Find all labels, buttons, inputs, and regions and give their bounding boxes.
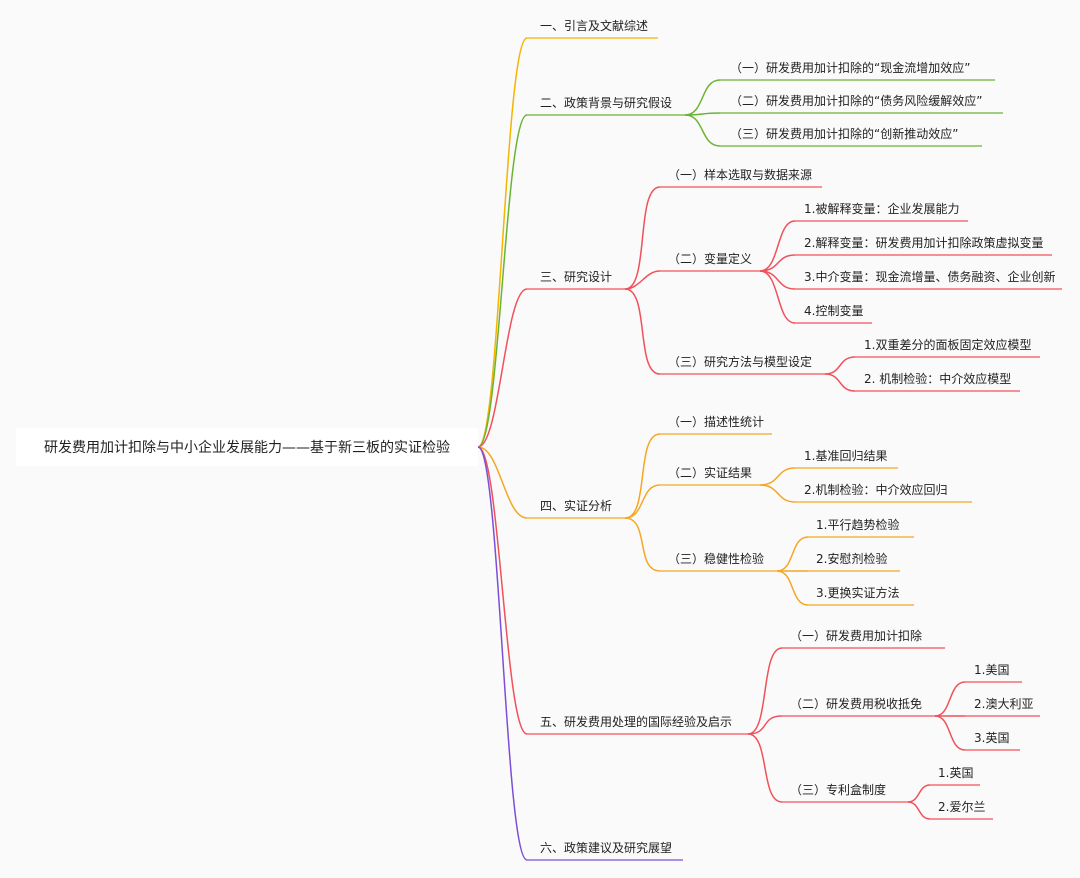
edge-b3-c2-i1 (759, 220, 796, 272)
node-b4-c3-i2[interactable]: 2.安慰剂检验 (816, 552, 888, 566)
node-b5-c3-i2[interactable]: 2.爱尔兰 (938, 800, 986, 814)
node-b5-c2-i2[interactable]: 2.澳大利亚 (974, 697, 1034, 711)
node-b3-c2-i3[interactable]: 3.中介变量：现金流增量、债务融资、企业创新 (804, 270, 1056, 284)
node-b4-c2[interactable]: （二）实证结果 (668, 466, 753, 480)
node-b3-c2-i1[interactable]: 1.被解释变量：企业发展能力 (804, 202, 960, 216)
branch-research-design[interactable]: 三、研究设计 (540, 270, 613, 284)
branch-policy-background[interactable]: 二、政策背景与研究假设 (540, 96, 673, 110)
edge-b3-c3 (624, 288, 661, 375)
edge-root-b4 (477, 446, 528, 519)
node-b3-c2-i2[interactable]: 2.解释变量：研发费用加计扣除政策虚拟变量 (804, 236, 1044, 250)
node-b2-c1[interactable]: （一）研发费用加计扣除的“现金流增加效应” (730, 61, 971, 75)
edge-b2-c3 (684, 114, 721, 147)
node-b3-c3-i1[interactable]: 1.双重差分的面板固定效应模型 (864, 338, 1032, 352)
edge-b3-c3-i2 (824, 373, 856, 392)
node-b3-c3-i2[interactable]: 2. 机制检验：中介效应模型 (864, 372, 1012, 386)
edge-b5-c2-i3 (934, 715, 966, 751)
node-b2-c2[interactable]: （二）研发费用加计扣除的“债务风险缓解效应” (730, 94, 983, 108)
edge-b2-c1 (684, 79, 721, 116)
root-topic[interactable]: 研发费用加计扣除与中小企业发展能力——基于新三板的实证检验 (16, 428, 478, 466)
edge-root-b2 (477, 114, 528, 448)
node-b5-c1[interactable]: （一）研发费用加计扣除 (790, 629, 923, 643)
branch-international-experience[interactable]: 五、研发费用处理的国际经验及启示 (540, 715, 733, 729)
node-b4-c2-i2[interactable]: 2.机制检验：中介效应回归 (804, 483, 948, 497)
edge-b4-c3-i3 (776, 570, 809, 606)
node-b4-c3[interactable]: （三）稳健性检验 (668, 552, 765, 566)
node-b2-c3[interactable]: （三）研发费用加计扣除的“创新推动效应” (730, 127, 959, 141)
edge-b3-c2-i3 (759, 270, 796, 290)
node-b5-c3-i1[interactable]: 1.英国 (938, 766, 974, 780)
node-b5-c3[interactable]: （三）专利盒制度 (790, 783, 887, 797)
node-b4-c2-i1[interactable]: 1.基准回归结果 (804, 449, 888, 463)
branch-empirical-analysis[interactable]: 四、实证分析 (540, 499, 613, 513)
edge-root-b3 (477, 288, 528, 448)
edge-b3-c3-i1 (824, 356, 856, 375)
edge-b4-c2-i2 (759, 484, 796, 503)
edge-b5-c2 (747, 715, 783, 735)
edge-b3-c2 (624, 270, 661, 290)
node-b4-c3-i1[interactable]: 1.平行趋势检验 (816, 518, 900, 532)
node-b5-c2-i3[interactable]: 3.英国 (974, 731, 1010, 745)
edge-root-b6 (477, 446, 528, 861)
edge-b5-c2-i1 (934, 681, 966, 717)
edge-b3-c2-i2 (759, 254, 796, 272)
edge-b5-c3 (747, 733, 783, 803)
edge-root-b1 (477, 37, 528, 448)
node-b3-c1[interactable]: （一）样本选取与数据来源 (668, 168, 813, 182)
node-b5-c2[interactable]: （二）研发费用税收抵免 (790, 697, 923, 711)
node-b3-c3[interactable]: （三）研究方法与模型设定 (668, 355, 813, 369)
edge-b3-c1 (624, 186, 661, 290)
edge-b4-c2-i1 (759, 467, 796, 486)
node-b4-c3-i3[interactable]: 3.更换实证方法 (816, 586, 900, 600)
edge-b4-c3 (624, 517, 661, 572)
edge-b4-c1 (624, 433, 661, 519)
edge-b4-c2 (624, 484, 661, 519)
edge-b5-c3-i2 (907, 801, 931, 820)
node-b4-c1[interactable]: （一）描述性统计 (668, 415, 765, 429)
branch-intro[interactable]: 一、引言及文献综述 (540, 19, 649, 33)
edge-b4-c3-i1 (776, 536, 809, 572)
edge-b5-c3-i1 (907, 784, 931, 803)
node-b3-c2-i4[interactable]: 4.控制变量 (804, 304, 864, 318)
node-b5-c2-i1[interactable]: 1.美国 (974, 663, 1010, 677)
edge-root-b5 (477, 446, 528, 735)
edge-b3-c2-i4 (759, 270, 796, 324)
edge-b5-c1 (747, 647, 783, 735)
node-b3-c2[interactable]: （二）变量定义 (668, 252, 753, 266)
branch-policy-suggestions[interactable]: 六、政策建议及研究展望 (540, 841, 673, 855)
